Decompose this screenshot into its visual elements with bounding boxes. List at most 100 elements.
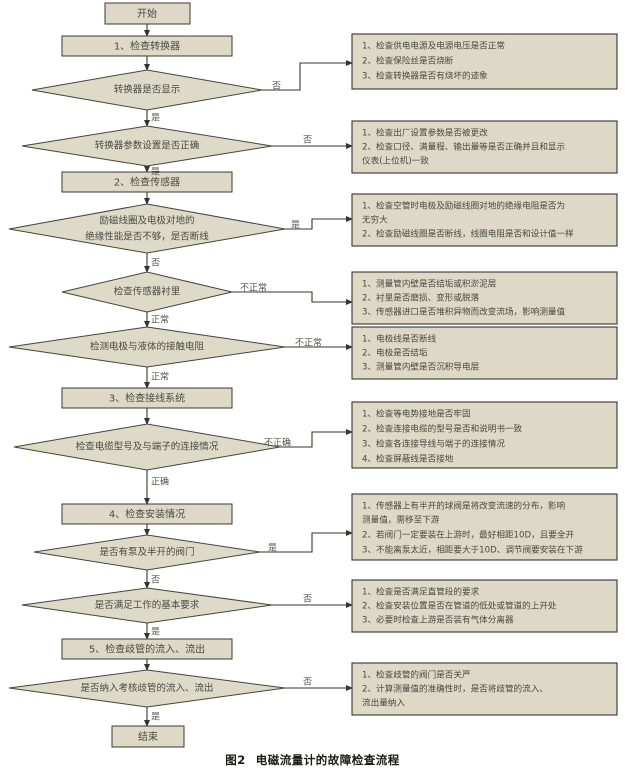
node-step2: 2、检查传感器: [61, 171, 233, 193]
figure-caption-number: 图2: [225, 753, 246, 767]
node-decision-electrode-resistance: 检测电极与液体的接触电阻: [8, 326, 286, 368]
d3-label-line1: 励磁线圈及电极对地的: [99, 215, 194, 227]
d6-shape: [13, 423, 281, 471]
note-4-shape: [351, 271, 618, 325]
node-decision-basic-requirements: 是否满足工作的基本要求: [21, 587, 273, 624]
note-box-9: 1、检查歧管的阀门是否关严 2、计算测量值的准确性时，是否将歧管的流入、 流出量…: [351, 662, 618, 716]
edge-label-d3-branch: 是: [291, 220, 300, 231]
d7-label: 是否有泵及半开的阀门: [99, 546, 194, 558]
note-3-line-1: 1、检查空管时电极及励磁线圈对地的绝缘电阻是否为: [362, 200, 565, 212]
note-2-line-1: 1、检查出厂设置参数是否被更改: [362, 127, 488, 139]
note-box-8: 1、检查是否满足直管段的要求 2、检查安装位置是否在管道的低处或管道的上开处 3…: [351, 579, 618, 633]
edge-label-d2-branch: 否: [303, 135, 312, 146]
edge-label-d8-branch: 否: [303, 594, 312, 605]
note-7-shape: [351, 493, 618, 561]
edge-label-d9-branch: 否: [303, 677, 312, 688]
note-9-line-2: 2、计算测量值的准确性时，是否将歧管的流入、: [362, 683, 548, 695]
step1-shape: [61, 35, 233, 57]
note-7-line-1: 1、传感器上有半开的球阀是将改变流速的分布，影响: [362, 500, 566, 512]
edge-label-d3-down: 否: [151, 258, 160, 269]
note-box-2: 1、检查出厂设置参数是否被更改 2、检查口径、满量程、输出量等是否正确并且和显示…: [351, 120, 618, 174]
edge-label-d4-branch: 不正常: [240, 282, 267, 294]
branch-d6-to-note6: [280, 429, 353, 448]
branch-connector-group: [232, 60, 353, 691]
note-9-shape: [351, 662, 618, 716]
note-3-line-2: 无穷大: [362, 214, 388, 226]
edge-label-d4-down: 正常: [151, 314, 169, 326]
note-6-line-2: 2、检查连接电缆的型号是否和说明书一致: [362, 423, 523, 435]
node-decision-cable-model: 检查电缆型号及与端子的连接情况: [13, 423, 281, 471]
note-box-6: 1、检查等电势接地是否牢固 2、检查连接电缆的型号是否和说明书一致 3、检查各连…: [351, 401, 618, 469]
step1-label: 1、检查转换器: [114, 40, 180, 53]
note-9-line-3: 流出量纳入: [362, 697, 405, 709]
step3-label: 3、检查接线系统: [109, 392, 185, 405]
note-5-line-3: 3、测量管内壁是否沉积导电层: [362, 361, 480, 373]
d1-shape: [31, 69, 263, 111]
note-4-line-3: 3、传感器进口是否堆积异物而改变流场，影响测量值: [362, 306, 566, 318]
d4-label: 检查传感器衬里: [114, 286, 181, 298]
node-decision-sensor-lining: 检查传感器衬里: [61, 271, 233, 313]
d9-shape: [8, 669, 286, 708]
node-step4: 4、检查安装情况: [61, 503, 233, 525]
note-4-line-1: 1、测量管内壁是否结垢或积淤泥层: [362, 278, 497, 290]
node-decision-pump-valve: 是否有泵及半开的阀门: [33, 534, 261, 571]
step5-shape: [61, 638, 233, 660]
note-6-shape: [351, 401, 618, 469]
note-2-line-2: 2、检查口径、满量程、输出量等是否正确并且和显示: [362, 141, 566, 153]
note-9-line-1: 1、检查歧管的阀门是否关严: [362, 669, 471, 681]
d2-shape: [21, 125, 273, 167]
note-box-7: 1、传感器上有半开的球阀是将改变流速的分布，影响 测量值，需移至下游 2、若阀门…: [351, 493, 618, 561]
note-3-shape: [351, 193, 618, 247]
note-6-line-4: 4、检查屏蔽线是否接地: [362, 453, 454, 465]
note-5-line-1: 1、电极线是否断线: [362, 333, 437, 345]
note-2-shape: [351, 120, 618, 174]
branch-d7-to-note7: [260, 530, 353, 553]
note-7-line-4: 3、不能离泵太近，相距要大于10D、调节阀要安装在下游: [362, 544, 583, 556]
step4-label: 4、检查安装情况: [109, 508, 185, 521]
note-8-shape: [351, 579, 618, 633]
node-decision-manifold-accounting: 是否纳入考核歧管的流入、流出: [8, 669, 286, 708]
step2-label: 2、检查传感器: [114, 176, 180, 189]
d1-label: 转换器是否显示: [114, 84, 181, 96]
edge-label-d7-branch: 是: [268, 543, 277, 554]
d5-label: 检测电极与液体的接触电阻: [90, 341, 205, 353]
node-decision-coil-insulation: 励磁线圈及电极对地的 绝缘性能是否不够，是否断线: [8, 203, 286, 254]
note-5-shape: [351, 326, 618, 380]
edge-label-group: 否 是 否 是 是 否 不正常 正常 不正常 正常 不正确 正确 是 否 否 是…: [151, 81, 322, 723]
note-1-line-2: 2、检查保险丝是否烧断: [362, 55, 454, 67]
node-decision-converter-params: 转换器参数设置是否正确: [21, 125, 273, 167]
branch-d4-to-note4: [232, 291, 353, 305]
note-box-4: 1、测量管内壁是否结垢或积淤泥层 2、衬里是否磨损、变形或脱落 3、传感器进口是…: [351, 271, 618, 325]
start-shape: [104, 2, 191, 25]
edge-label-d7-down: 否: [151, 575, 160, 586]
edge-label-d6-down: 正确: [151, 476, 169, 488]
edge-label-d6-branch: 不正确: [264, 437, 291, 449]
note-box-1: 1、检查供电电源及电源电压是否正常 2、检查保险丝是否烧断 3、检查转换器是否有…: [351, 33, 618, 90]
note-4-line-2: 2、衬里是否磨损、变形或脱落: [362, 292, 480, 304]
node-end: 结束: [111, 725, 185, 748]
d2-label: 转换器参数设置是否正确: [95, 140, 200, 152]
d7-shape: [33, 534, 261, 571]
step2-shape: [61, 171, 233, 193]
note-5-line-2: 2、电极是否结垢: [362, 347, 428, 359]
end-label: 结束: [138, 730, 158, 743]
edge-label-d8-down: 是: [151, 627, 160, 638]
end-shape: [111, 725, 185, 748]
note-8-line-3: 3、必要时检查上游是否装有气体分离器: [362, 614, 514, 626]
edge-label-d1-branch: 否: [272, 81, 281, 92]
branch-d3-to-note3: [285, 216, 353, 230]
d3-shape: [8, 203, 286, 254]
note-box-5: 1、电极线是否断线 2、电极是否结垢 3、测量管内壁是否沉积导电层: [351, 326, 618, 380]
note-8-line-2: 2、检查安装位置是否在管道的低处或管道的上开处: [362, 600, 557, 612]
note-7-line-3: 2、若阀门一定要装在上游时，最好相距10D，且要全开: [362, 529, 574, 541]
edge-label-d5-down: 正常: [151, 371, 169, 383]
branch-d1-to-note1: [262, 60, 353, 91]
d8-shape: [21, 587, 273, 624]
note-7-line-2: 测量值，需移至下游: [362, 514, 440, 526]
d3-label-line2: 绝缘性能是否不够，是否断线: [85, 231, 209, 243]
note-1-line-1: 1、检查供电电源及电源电压是否正常: [362, 40, 505, 52]
step3-shape: [61, 387, 233, 409]
node-step3: 3、检查接线系统: [61, 387, 233, 409]
